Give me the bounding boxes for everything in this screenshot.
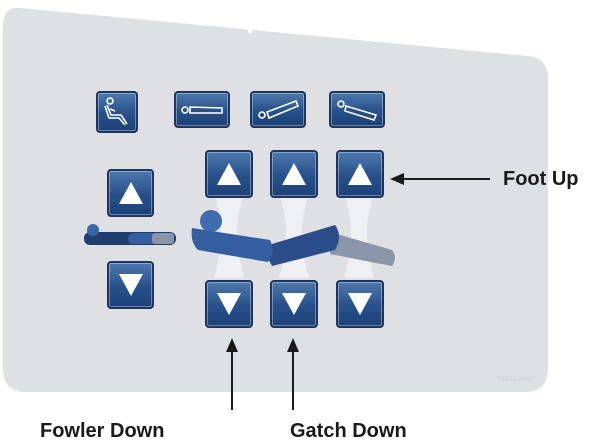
foot-down-button[interactable] [336, 280, 384, 328]
foot-up-button[interactable] [336, 150, 384, 198]
callout-arrows [226, 173, 490, 410]
panel-background [3, 7, 548, 393]
trendelenburg-button[interactable] [250, 91, 306, 128]
triangle-down-icon [282, 293, 306, 315]
flat-bed-icon [181, 105, 223, 114]
trendelenburg-icon [258, 99, 300, 119]
triangle-down-icon [348, 293, 372, 315]
bed-height-figure [84, 224, 176, 245]
fowler-down-button[interactable] [205, 280, 253, 328]
reverse-trendelenburg-icon [337, 99, 378, 121]
fowler-down-label: Fowler Down [40, 420, 165, 442]
triangle-up-icon [348, 163, 372, 185]
triangle-down-icon [118, 274, 143, 296]
chair-position-button[interactable] [96, 91, 138, 133]
triangle-up-icon [282, 163, 306, 185]
fowler-up-button[interactable] [205, 150, 253, 198]
triangle-up-icon [217, 163, 241, 185]
gatch-down-button[interactable] [270, 280, 318, 328]
bed-down-button[interactable] [107, 261, 154, 309]
gatch-down-label: Gatch Down [290, 420, 407, 442]
panel-notch [248, 28, 252, 33]
bed-up-button[interactable] [107, 169, 154, 217]
chair-position-icon [104, 97, 128, 126]
triangle-down-icon [217, 293, 241, 315]
panel-code: 09021-0000 [497, 376, 534, 383]
gatch-up-button[interactable] [270, 150, 318, 198]
body-section-figure [191, 210, 395, 266]
flat-position-button[interactable] [174, 91, 230, 128]
reverse-trendelenburg-button[interactable] [329, 91, 385, 128]
triangle-up-icon [118, 182, 143, 204]
foot-up-label: Foot Up [503, 168, 579, 190]
